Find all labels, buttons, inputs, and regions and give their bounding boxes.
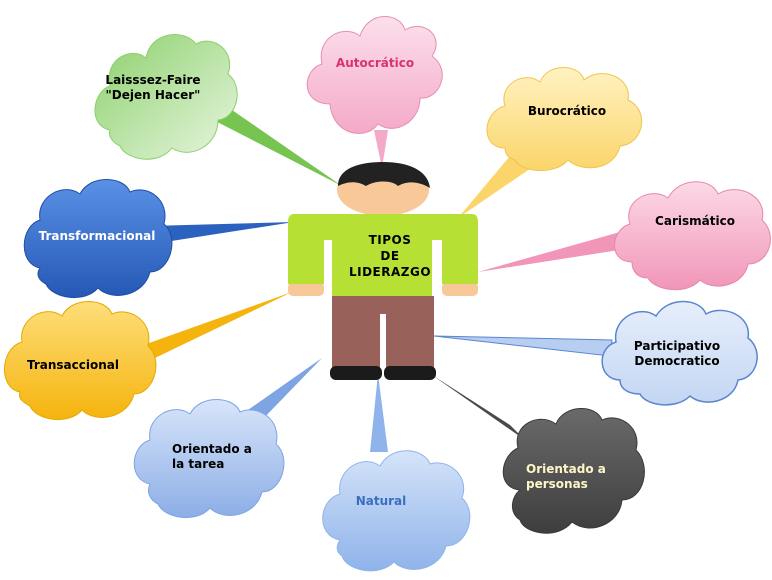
cloud-laissez-faire xyxy=(94,34,238,160)
label-natural: Natural xyxy=(355,494,407,508)
tail-participativo xyxy=(433,335,613,357)
label-orientado-tarea: Orientado a la tarea xyxy=(172,442,252,471)
tail-autocratico xyxy=(374,130,388,168)
cloud-burocratico xyxy=(486,67,643,172)
tail-orientado-tarea xyxy=(245,358,322,424)
label-transaccional: Transaccional xyxy=(26,358,119,372)
tail-transaccional xyxy=(124,292,292,370)
tail-transformacional xyxy=(150,222,294,244)
label-transformacional: Transformacional xyxy=(38,229,156,243)
label-burocratico: Burocrático xyxy=(527,104,607,118)
person-figure xyxy=(288,162,478,380)
person-hair xyxy=(338,162,430,188)
label-participativo: Participativo Democratico xyxy=(633,339,721,368)
person-shirt xyxy=(288,214,478,296)
cloud-carismatico xyxy=(614,181,771,291)
cloud-autocratico xyxy=(306,16,443,134)
cloud-orientado-personas xyxy=(502,407,645,534)
cloud-natural xyxy=(322,450,471,572)
cloud-transaccional xyxy=(4,301,157,421)
person-left-shoe xyxy=(330,366,382,380)
tail-carismatico xyxy=(478,232,632,272)
tail-burocratico xyxy=(458,150,540,218)
tail-orientado-personas xyxy=(432,375,525,440)
person-right-hand xyxy=(442,282,478,296)
person-right-shoe xyxy=(384,366,436,380)
person-trousers xyxy=(332,296,434,368)
cloud-orientado-tarea xyxy=(133,399,285,519)
person-left-hand xyxy=(288,282,324,296)
cloud-participativo xyxy=(601,300,758,406)
label-autocratico: Autocrático xyxy=(335,56,415,70)
cloud-transformacional xyxy=(23,179,173,299)
label-carismatico: Carismático xyxy=(655,214,735,228)
tail-natural xyxy=(370,374,388,452)
label-laissez-faire: Laisssez-Faire "Dejen Hacer" xyxy=(105,73,201,102)
label-orientado-personas: Orientado a personas xyxy=(526,462,606,491)
center-title: TIPOS DE LIDERAZGO xyxy=(348,233,432,279)
